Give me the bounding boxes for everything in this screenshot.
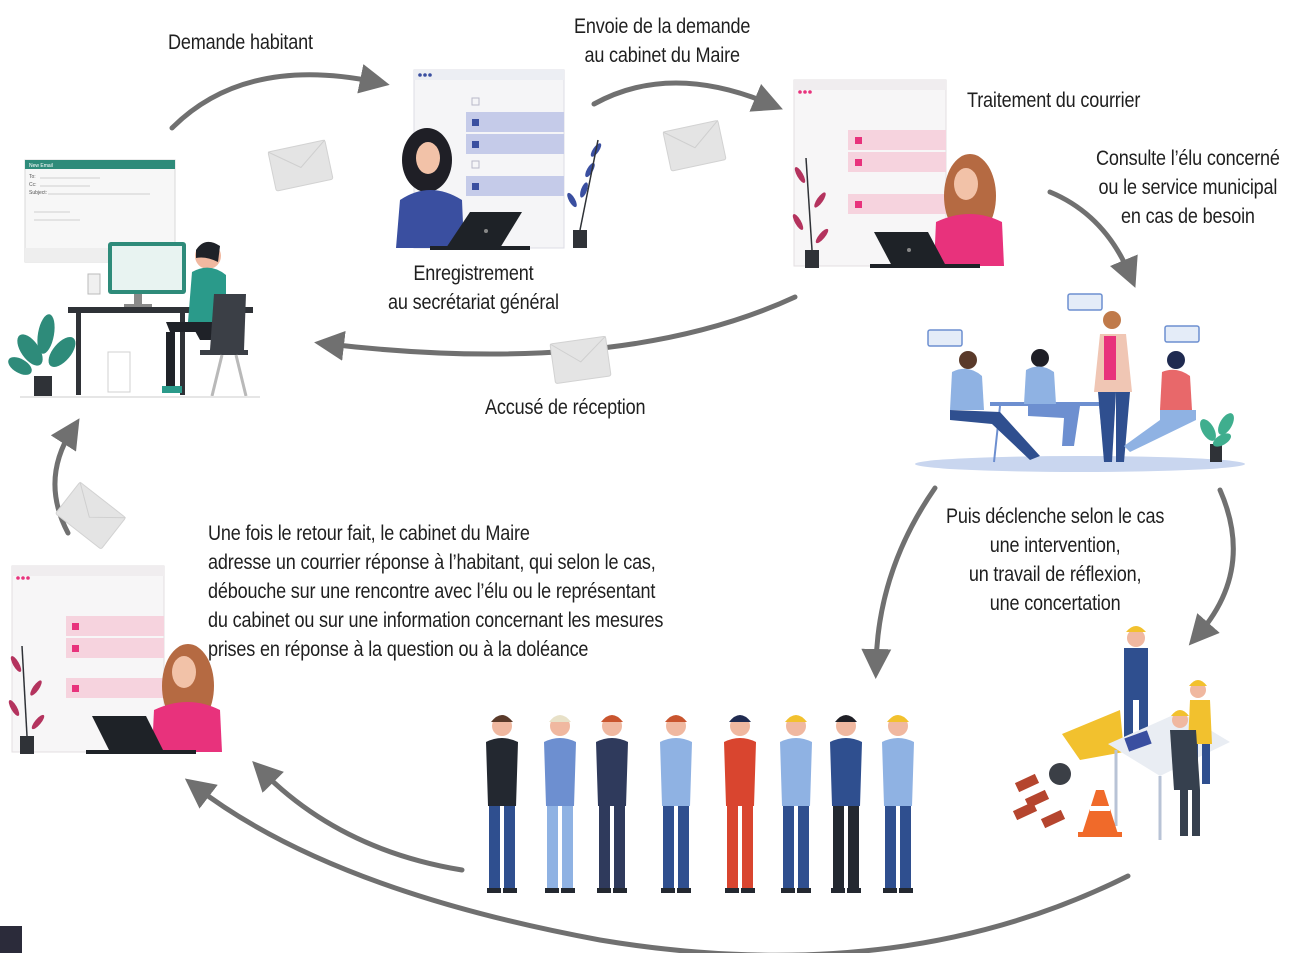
arrow-consulte: [1047, 189, 1138, 288]
arrow-puis-right: [1188, 487, 1236, 646]
person-figure: [660, 715, 692, 893]
scene-secretary-registration: [396, 69, 602, 250]
arrow-puis-left: [861, 485, 938, 679]
arrow-envoie: [591, 80, 783, 112]
label-enregistrement: Enregistrement au secrétariat général: [388, 262, 559, 314]
label-envoie-demande: Envoie de la demande au cabinet du Maire: [574, 15, 751, 67]
svg-text:Subject:: Subject:: [29, 190, 47, 196]
person-figure: [724, 715, 756, 893]
person-figure: [544, 715, 576, 893]
label-retour-fait: Une fois le retour fait, le cabinet du M…: [208, 522, 664, 661]
label-accuse-reception: Accusé de réception: [485, 396, 646, 419]
label-puis-declenche: Puis déclenche selon le cas une interven…: [946, 505, 1165, 615]
person-figure: [486, 715, 518, 893]
scene-cabinet-processing: [792, 79, 1004, 268]
person-figure: [596, 715, 628, 893]
scene-meeting: [915, 293, 1245, 472]
arrow-demande: [169, 64, 390, 131]
arrow-bottom-outer: [184, 778, 1131, 953]
scene-cabinet-reply: [8, 565, 222, 754]
person-figure: [830, 715, 862, 893]
label-demande-habitant: Demande habitant: [168, 31, 313, 54]
label-consulte-elu: Consulte l’élu concerné ou le service mu…: [1096, 147, 1280, 228]
corner-mark: [0, 926, 22, 953]
person-figure: [780, 715, 812, 893]
svg-text:To:: To:: [29, 174, 36, 180]
email-title: New Email: [29, 163, 53, 169]
arrow-left-up: [50, 418, 80, 536]
label-traitement-courrier: Traitement du courrier: [967, 89, 1141, 112]
scene-intervention-workers: [1012, 626, 1230, 840]
svg-text:Cc:: Cc:: [29, 182, 37, 188]
scene-group-people: [486, 715, 914, 893]
person-figure: [882, 715, 914, 893]
arrow-bottom-inner: [252, 761, 465, 873]
envelope-icons: [55, 120, 727, 549]
scene-resident-computer: New Email To: Cc: Subject:: [8, 159, 260, 398]
